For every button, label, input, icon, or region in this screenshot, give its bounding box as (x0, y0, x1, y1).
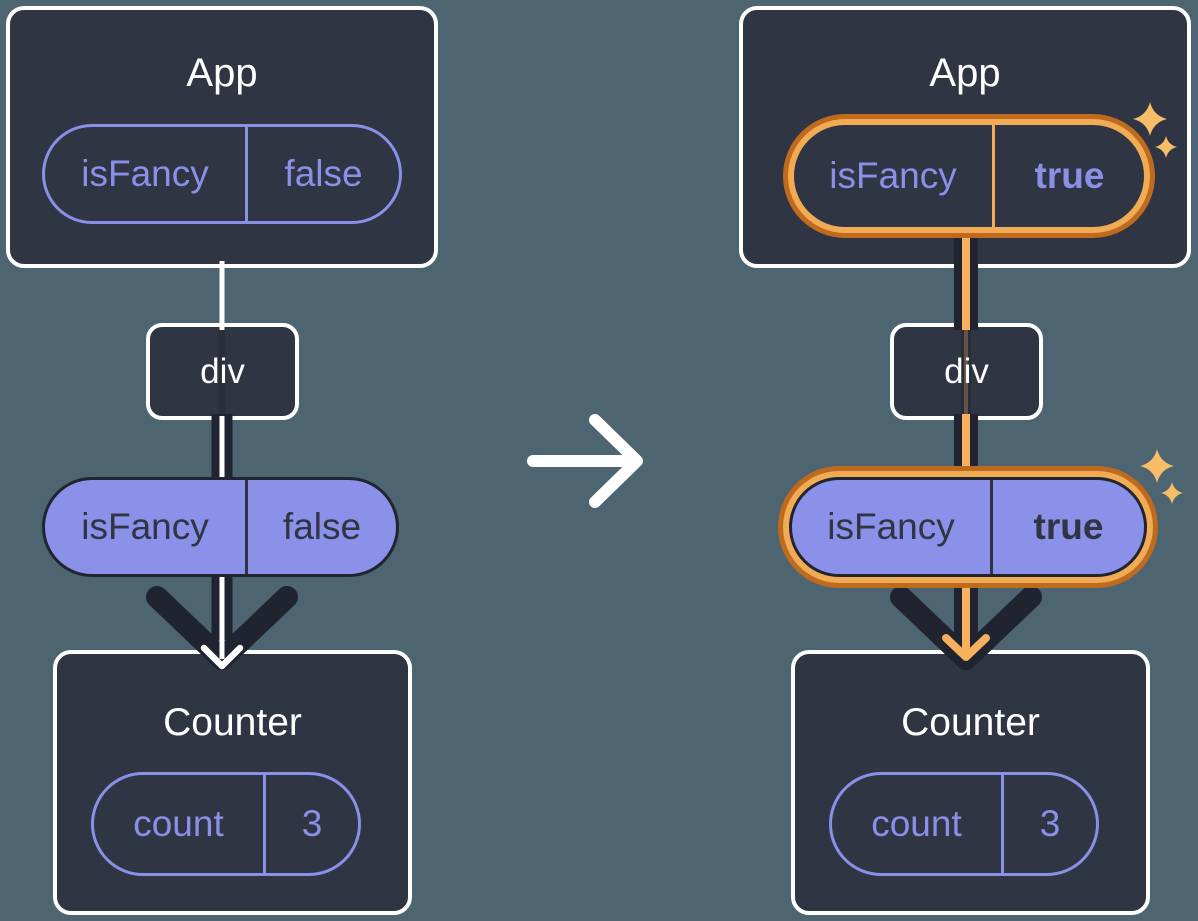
prop-name: isFancy (827, 506, 955, 547)
prop-value: false (282, 506, 362, 547)
pill-divider (245, 127, 248, 221)
app-title-after: App (929, 50, 1001, 95)
prop-name: isFancy (81, 153, 209, 194)
prop-value: false (284, 153, 363, 194)
prop-value: true (1034, 155, 1105, 196)
prop-name: isFancy (81, 506, 209, 547)
prop-value: true (1033, 506, 1104, 547)
app-title-before: App (186, 50, 258, 95)
pill-divider (990, 480, 993, 574)
counter-title-after: Counter (901, 701, 1040, 744)
highlight-ring: isFancy true (778, 466, 1158, 588)
counter-state-pill-after: count 3 (829, 772, 1099, 876)
highlight-ring-inner: isFancy true (788, 119, 1150, 233)
passed-prop-pill-before: isFancy false (42, 477, 399, 577)
passed-prop-pill-after: isFancy true (789, 477, 1147, 577)
pill-divider (992, 125, 995, 227)
state-value: 3 (301, 803, 323, 844)
app-prop-pill-after: isFancy true (794, 125, 1144, 227)
div-label-after: div (944, 351, 989, 391)
pill-divider (245, 480, 248, 574)
state-name: count (871, 803, 962, 844)
app-prop-pill-before: isFancy false (42, 124, 402, 224)
counter-state-pill-before: count 3 (91, 772, 361, 876)
pill-divider (263, 775, 266, 873)
state-value: 3 (1039, 803, 1061, 844)
div-node-box-before (146, 323, 299, 420)
highlight-ring-inner: isFancy true (783, 471, 1153, 583)
div-label-before: div (200, 351, 245, 391)
highlight-ring: isFancy true (783, 114, 1155, 238)
prop-name: isFancy (829, 155, 957, 196)
pill-divider (1001, 775, 1004, 873)
counter-title-before: Counter (163, 701, 302, 744)
state-name: count (133, 803, 224, 844)
